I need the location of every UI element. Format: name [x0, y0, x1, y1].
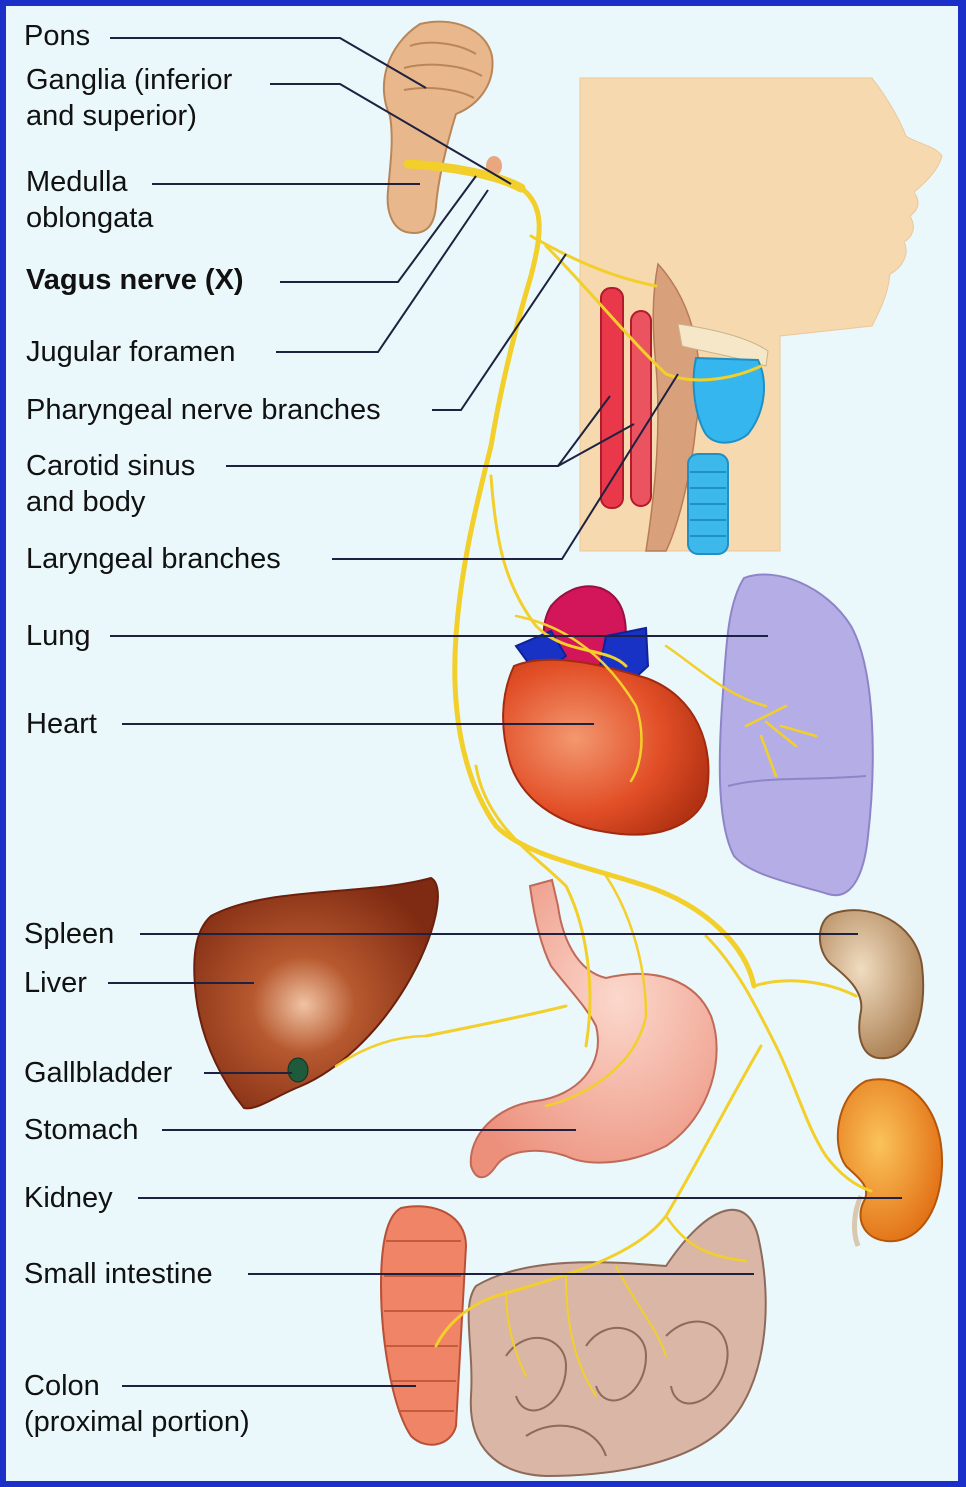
label-heart: Heart — [26, 706, 97, 742]
label-lung: Lung — [26, 618, 91, 654]
colon — [381, 1206, 466, 1444]
label-laryngeal-branches: Laryngeal branches — [26, 541, 281, 577]
label-colon-line2: (proximal portion) — [24, 1404, 250, 1440]
label-jugular-foramen: Jugular foramen — [26, 334, 236, 370]
diagram-frame: Pons Ganglia (inferior and superior) Med… — [6, 6, 958, 1481]
label-pons: Pons — [24, 18, 90, 54]
label-liver: Liver — [24, 965, 87, 1001]
label-gallbladder: Gallbladder — [24, 1055, 172, 1091]
label-carotid-line2: and body — [26, 484, 145, 520]
label-ganglia-line2: and superior) — [26, 98, 197, 134]
label-medulla-line1: Medulla — [26, 164, 128, 200]
stomach — [471, 880, 717, 1177]
label-pharyngeal-branches: Pharyngeal nerve branches — [26, 392, 381, 428]
label-ganglia-line1: Ganglia (inferior — [26, 62, 232, 98]
label-colon-line1: Colon — [24, 1368, 100, 1404]
label-vagus-nerve: Vagus nerve (X) — [26, 262, 244, 298]
label-small-intestine: Small intestine — [24, 1256, 213, 1292]
label-stomach: Stomach — [24, 1112, 138, 1148]
spleen — [820, 910, 923, 1058]
label-kidney: Kidney — [24, 1180, 113, 1216]
label-spleen: Spleen — [24, 916, 114, 952]
label-carotid-line1: Carotid sinus — [26, 448, 195, 484]
lung — [720, 575, 873, 896]
kidney — [838, 1079, 942, 1246]
brainstem — [384, 22, 502, 233]
label-medulla-line2: oblongata — [26, 200, 153, 236]
